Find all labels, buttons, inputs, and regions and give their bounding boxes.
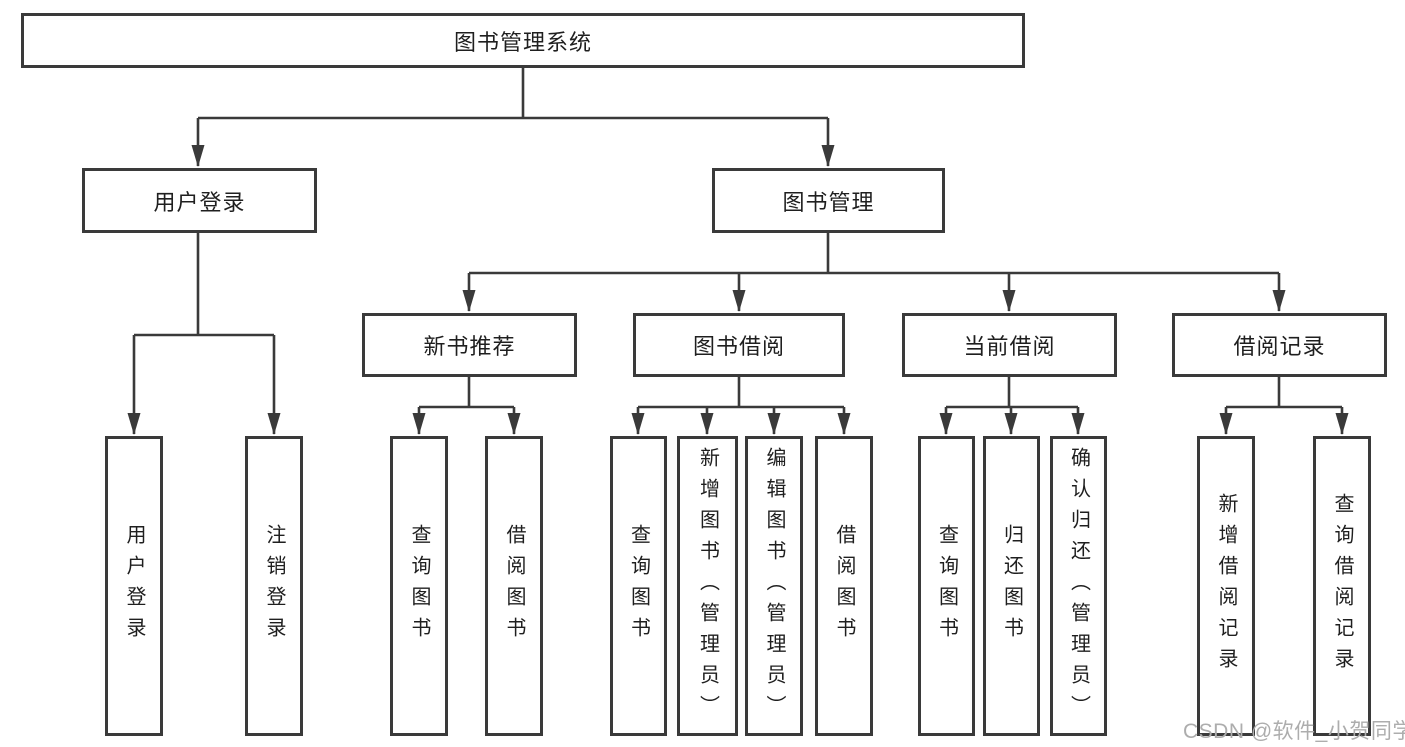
node-borrow-query-books-label: 查询图书 (627, 524, 650, 648)
node-recommend-borrow-books-label: 借阅图书 (503, 524, 525, 648)
node-edit-books-admin: 编辑图书（管理员） (745, 436, 803, 736)
node-borrow-borrow-books-label: 借阅图书 (833, 524, 855, 648)
node-root-label: 图书管理系统 (453, 29, 592, 55)
node-current-borrow: 当前借阅 (902, 313, 1117, 377)
node-add-borrow-record-label: 新增借阅记录 (1215, 493, 1237, 679)
node-current-borrow-label: 当前借阅 (963, 334, 1056, 359)
connector-borrow-records-children (1219, 377, 1349, 435)
connector-current-borrow-children (939, 377, 1085, 435)
node-add-borrow-record: 新增借阅记录 (1197, 436, 1255, 736)
node-recommend-query-books: 查询图书 (390, 436, 448, 736)
node-borrow-records: 借阅记录 (1172, 313, 1387, 377)
node-logout-label: 注销登录 (263, 524, 285, 648)
node-recommend-query-books-label: 查询图书 (408, 524, 430, 648)
node-return-books-label: 归还图书 (1000, 524, 1023, 648)
node-confirm-return-admin-label: 确认归还（管理员） (1067, 446, 1090, 726)
node-book-management: 图书管理 (712, 168, 945, 233)
node-query-borrow-record-label: 查询借阅记录 (1331, 493, 1353, 679)
node-root: 图书管理系统 (21, 13, 1025, 68)
connector-user-login-children (127, 233, 281, 435)
node-user-login: 用户登录 (82, 168, 317, 233)
node-add-books-admin-label: 新增图书（管理员） (696, 446, 719, 726)
connector-book-borrow-children (631, 377, 851, 435)
node-current-query-books: 查询图书 (918, 436, 975, 736)
connector-new-book-recommend-children (412, 377, 521, 435)
node-query-borrow-record: 查询借阅记录 (1313, 436, 1371, 736)
node-edit-books-admin-label: 编辑图书（管理员） (763, 446, 785, 726)
node-book-borrow: 图书借阅 (633, 313, 845, 377)
node-book-management-label: 图书管理 (782, 189, 875, 215)
node-confirm-return-admin: 确认归还（管理员） (1050, 436, 1107, 736)
node-borrow-records-label: 借阅记录 (1233, 334, 1326, 359)
node-borrow-query-books: 查询图书 (610, 436, 667, 736)
node-recommend-borrow-books: 借阅图书 (485, 436, 543, 736)
node-borrow-borrow-books: 借阅图书 (815, 436, 873, 736)
connector-book-management-children (462, 233, 1286, 312)
node-book-borrow-label: 图书借阅 (692, 334, 785, 359)
node-new-book-recommend: 新书推荐 (362, 313, 577, 377)
node-user-login-label: 用户登录 (153, 189, 246, 215)
node-new-book-recommend-label: 新书推荐 (423, 334, 516, 359)
connector-root-to-level2 (191, 68, 835, 167)
node-add-books-admin: 新增图书（管理员） (677, 436, 738, 736)
node-login-label: 用户登录 (123, 524, 145, 648)
node-return-books: 归还图书 (983, 436, 1040, 736)
node-current-query-books-label: 查询图书 (935, 524, 958, 648)
node-login: 用户登录 (105, 436, 163, 736)
node-logout: 注销登录 (245, 436, 303, 736)
watermark: CSDN @软件_小贺同学 (1183, 720, 1405, 743)
